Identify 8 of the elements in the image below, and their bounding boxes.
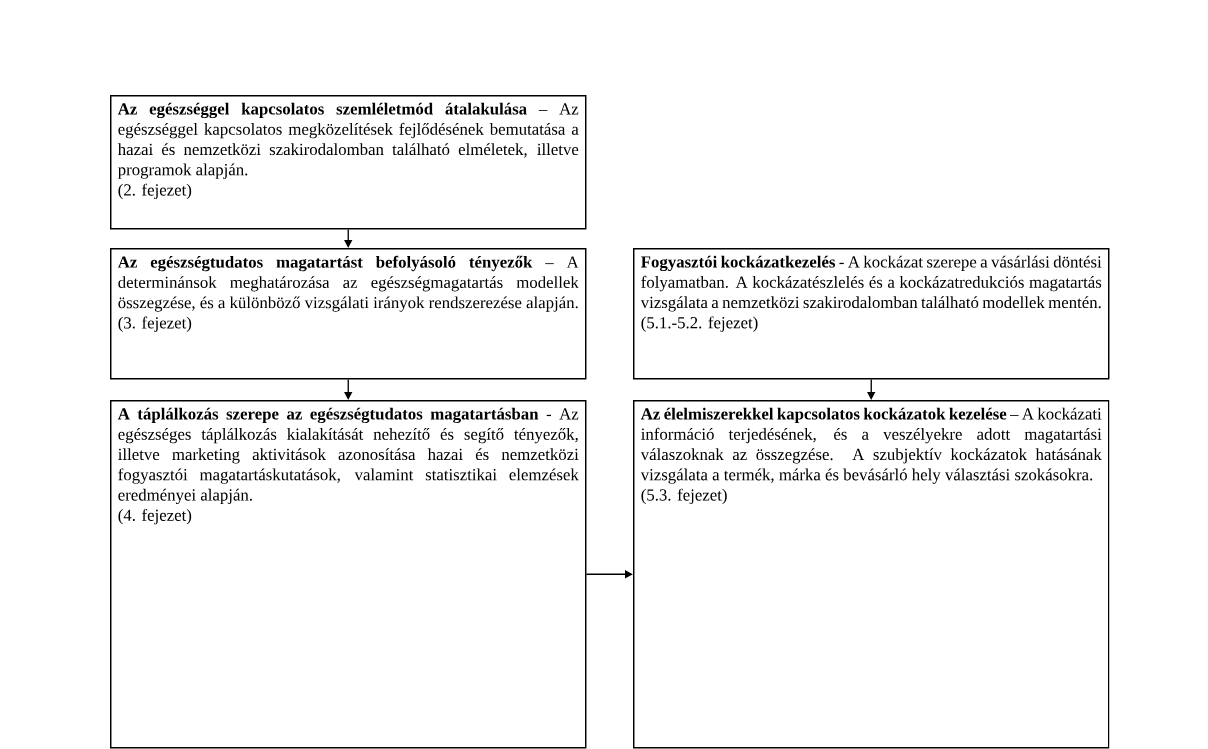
- text-box: Fogyasztói kockázatkezelés - A kockázat szerepe a vásárlási döntési folyamatban. A kockázatészlelés és a kockázatredukciós magatartás vizsgálata a nemzetközi szakirodalomban található modellek mentén. (5.1.-5.2. fejezet): [633, 248, 1110, 380]
- arrow: [344, 228, 353, 248]
- text-box: Az élelmiszerekkel kapcsolatos kockázatok kezelése – A kockázati információ terjedésének, és a veszélyekre adott magatartási válaszoknak az összegzése. A szubjektív kockázatok hatásának vizsgálata a termék, márka és bevásárló hely választási szokásokra. (5.3. fejezet): [633, 400, 1110, 749]
- text-box: A táplálkozás szerepe az egészségtudatos magatartásban - Az egészséges táplálkozás kialakítását nehezítő és segítő tényezők, illetve marketing aktivitások azonosítása hazai és nemzetközi fogyasztói magatartáskutatások, valamint statisztikai elemzések eredményei alapján. (4. fejezet): [110, 400, 587, 749]
- arrow: [344, 378, 353, 400]
- text-box: Az egészséggel kapcsolatos szemléletmód átalakulása – Az egészséggel kapcsolatos megközelítések fejlődésének bemutatása a hazai és nemzetközi szakirodalomban található elméletek, illetve programok alapján. (2. fejezet): [110, 95, 587, 230]
- arrow: [867, 378, 876, 400]
- text-box: Az egészségtudatos magatartást befolyásoló tényezők – A determinánsok meghatározása az egészségmagatartás modellek összegzése, és a különböző vizsgálati irányok rendszerezése alapján. (3. fejezet): [110, 248, 587, 380]
